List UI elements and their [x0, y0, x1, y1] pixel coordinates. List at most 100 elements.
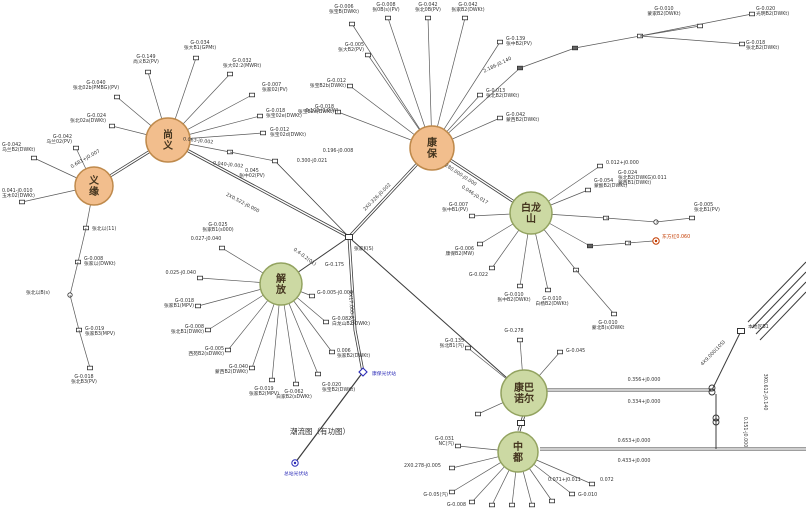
- branch-node[interactable]: [549, 498, 556, 504]
- branch-node[interactable]: [292, 381, 299, 387]
- branch-node[interactable]: [448, 489, 455, 495]
- branch-node[interactable]: [346, 83, 353, 89]
- branch-node[interactable]: [348, 21, 355, 27]
- node-label: 0.040-j0.002: [213, 160, 244, 169]
- branch-node[interactable]: [749, 11, 756, 17]
- branch-node[interactable]: [474, 411, 481, 417]
- branch-node[interactable]: [314, 371, 321, 377]
- transformer-icon[interactable]: [708, 384, 716, 392]
- branch-node[interactable]: [218, 245, 225, 251]
- branch-node[interactable]: [545, 287, 552, 293]
- branch-node[interactable]: [87, 365, 94, 371]
- branch-node[interactable]: [464, 345, 471, 351]
- branch-node[interactable]: [508, 502, 515, 508]
- branch-node[interactable]: [30, 155, 37, 161]
- branch-node[interactable]: [476, 241, 483, 247]
- branch-node[interactable]: [496, 115, 503, 121]
- power-line: [351, 239, 508, 379]
- branch-node[interactable]: [557, 349, 564, 355]
- node-label: 2X0.522-j0.000: [225, 192, 260, 215]
- node-label: G-0.022: [469, 272, 488, 278]
- branch-node[interactable]: [488, 502, 495, 508]
- branch-node[interactable]: [268, 377, 275, 383]
- hub-jiefang[interactable]: [259, 262, 303, 306]
- node-label: 0.025-j0.040: [165, 270, 196, 276]
- hub-yiyuan[interactable]: [74, 166, 114, 206]
- branch-node[interactable]: [334, 109, 341, 115]
- feeder-line: [589, 242, 629, 247]
- branch-node[interactable]: [569, 491, 576, 497]
- junction-kbn-zd-tie[interactable]: [517, 420, 525, 426]
- branch-node[interactable]: [224, 347, 231, 353]
- branch-node[interactable]: [461, 15, 468, 21]
- branch-node[interactable]: [597, 163, 604, 169]
- transformer-icon[interactable]: [712, 414, 720, 422]
- node-label: 0.071+j0.011: [548, 477, 581, 483]
- junction-hub-tie[interactable]: [345, 234, 353, 240]
- branch-node[interactable]: [73, 145, 80, 151]
- branch-node[interactable]: [144, 69, 151, 75]
- transformer-icon[interactable]: [712, 418, 720, 426]
- branch-node[interactable]: [248, 365, 255, 371]
- hub-kangbao[interactable]: [409, 125, 455, 171]
- junction-pv-station-a[interactable]: [358, 367, 368, 377]
- branch-node[interactable]: [424, 15, 431, 21]
- branch-node[interactable]: [308, 293, 315, 299]
- branch-node[interactable]: [384, 15, 391, 21]
- node-label: 0.300-j0.021: [297, 158, 328, 164]
- branch-node[interactable]: [194, 303, 201, 309]
- branch-node[interactable]: [476, 92, 483, 98]
- node-label: G-0.278: [504, 328, 523, 334]
- node-label: 张北以(11): [92, 225, 116, 232]
- branch-node[interactable]: [226, 71, 233, 77]
- branch-node[interactable]: [689, 215, 696, 221]
- branch-node[interactable]: [585, 187, 592, 193]
- hub-shangyi[interactable]: [145, 117, 191, 163]
- branch-node[interactable]: [192, 55, 199, 61]
- branch-node[interactable]: [248, 92, 255, 98]
- branch-node[interactable]: [256, 113, 263, 119]
- feeder-line: [519, 47, 576, 69]
- branch-node[interactable]: [529, 502, 536, 508]
- branch-node[interactable]: [448, 465, 455, 471]
- branch-node[interactable]: [259, 130, 266, 136]
- hub-zhongdu[interactable]: [497, 431, 539, 473]
- branch-node[interactable]: [517, 337, 524, 343]
- branch-node[interactable]: [322, 319, 329, 325]
- hub-bailongshan[interactable]: [509, 191, 553, 235]
- branch-node[interactable]: [196, 275, 203, 281]
- branch-node[interactable]: [496, 39, 503, 45]
- hub-kangbanuoer[interactable]: [500, 369, 548, 417]
- branch-node[interactable]: [468, 213, 475, 219]
- branch-node[interactable]: [18, 199, 25, 205]
- branch-node[interactable]: [454, 443, 461, 449]
- branch-node[interactable]: [271, 158, 278, 164]
- branch-node[interactable]: [611, 311, 618, 317]
- hub-label-kangbanuoer: 康巴诺尔: [514, 381, 534, 405]
- branch-node[interactable]: [517, 283, 524, 289]
- branch-node[interactable]: [109, 123, 116, 129]
- branch-node[interactable]: [114, 94, 121, 100]
- branch-node[interactable]: [468, 499, 475, 505]
- branch-node[interactable]: [204, 327, 211, 333]
- branch-node[interactable]: [488, 265, 495, 271]
- branch-node[interactable]: [328, 349, 335, 355]
- junction-corner-tie[interactable]: [737, 328, 745, 334]
- power-line-double-core: [348, 236, 364, 373]
- branch-node[interactable]: [739, 41, 746, 47]
- transformer-icon[interactable]: [708, 388, 716, 396]
- branch-node[interactable]: [364, 52, 371, 58]
- branch-node[interactable]: [589, 481, 596, 487]
- node-label: 0.356+j0.000: [628, 377, 661, 383]
